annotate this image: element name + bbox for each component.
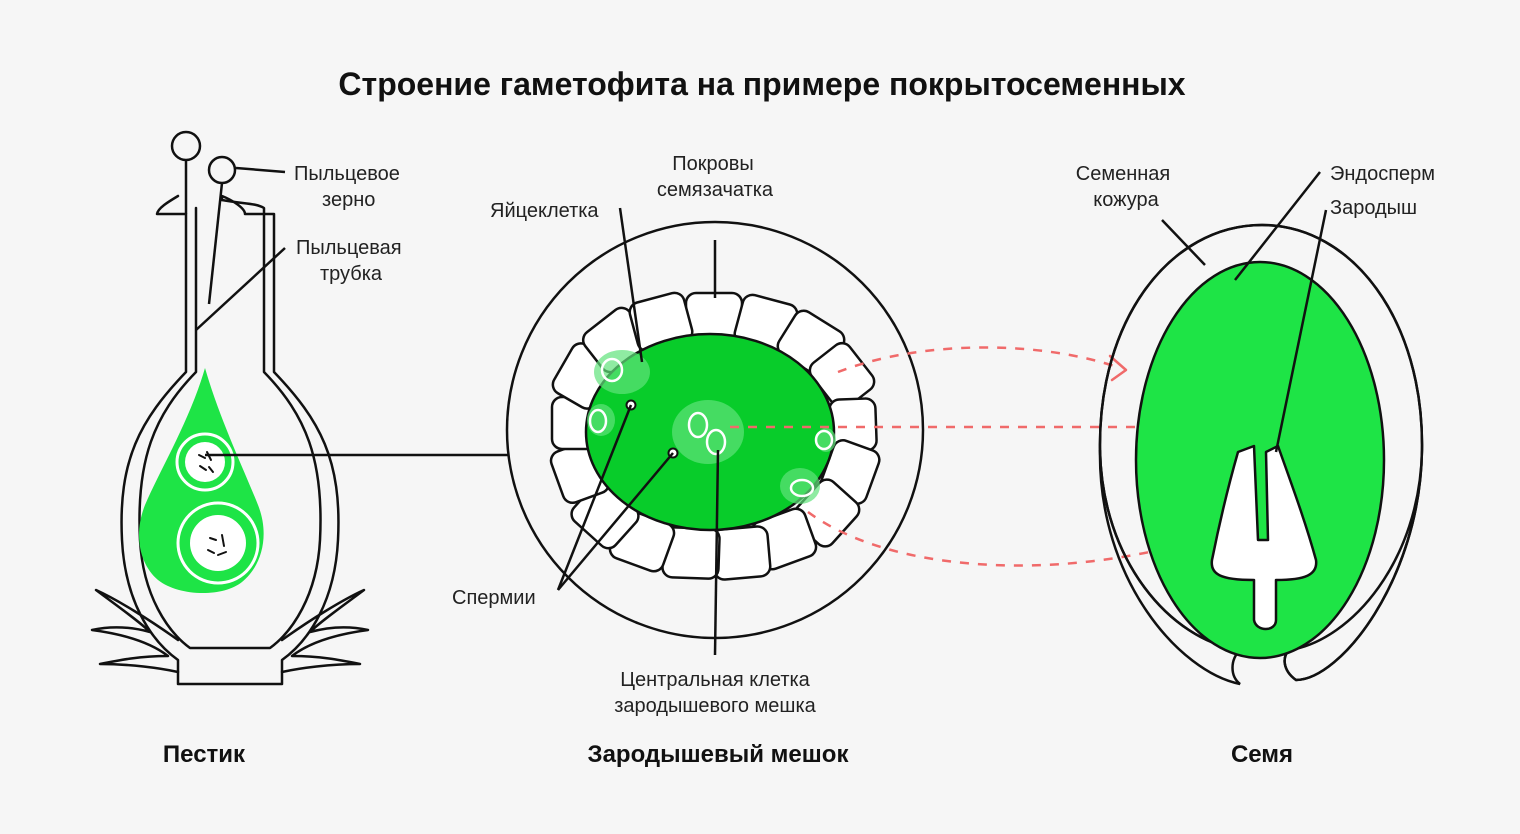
page-title: Строение гаметофита на примере покрытосе… (338, 66, 1185, 102)
label-pollen-grain-2: зерно (322, 189, 375, 211)
label-integuments-1: Покровы (672, 153, 754, 175)
label-integuments-2: семязачатка (657, 179, 774, 201)
label-pollen-grain-1: Пыльцевое (294, 163, 400, 185)
label-sperm: Спермии (452, 587, 536, 609)
label-egg-cell: Яйцеклетка (490, 200, 599, 222)
caption-pistil: Пестик (163, 741, 246, 768)
caption-seed: Семя (1231, 741, 1293, 768)
embryo (1210, 444, 1318, 631)
label-central-cell-1: Центральная клетка (620, 669, 810, 691)
label-embryo: Зародыш (1330, 197, 1417, 219)
embryo-sac-illustration (505, 207, 925, 656)
pollen-grain-icon (207, 155, 237, 185)
label-pollen-tube-2: трубка (320, 263, 383, 285)
pollen-grain-icon (170, 130, 202, 162)
endosperm (1134, 260, 1386, 660)
label-endosperm: Эндосперм (1330, 163, 1435, 185)
caption-embryo-sac: Зародышевый мешок (588, 741, 850, 768)
label-seed-coat-2: кожура (1093, 189, 1159, 211)
label-pollen-tube-1: Пыльцевая (296, 237, 402, 259)
label-central-cell-2: зародышевого мешка (614, 695, 816, 717)
seed-illustration (1098, 171, 1424, 686)
label-seed-coat-1: Семенная (1076, 163, 1170, 185)
pistil-illustration (90, 130, 508, 686)
